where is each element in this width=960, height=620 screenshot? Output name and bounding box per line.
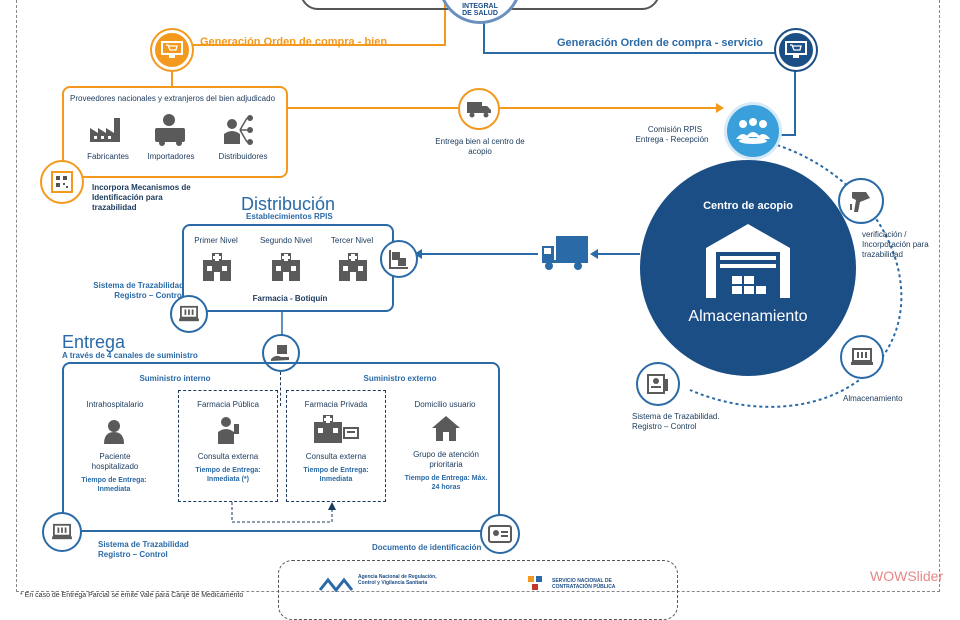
- page-frame: [16, 0, 940, 592]
- external-supply-label: Suministro externo: [363, 374, 437, 383]
- channel-2-box: [178, 390, 278, 502]
- internal-supply-label: Suministro interno: [139, 374, 211, 383]
- warehouse-icon: [706, 224, 790, 298]
- channel-4-title: Domicilio usuario: [414, 400, 476, 409]
- distribution-subtitle: Establecimientos RPIS: [246, 212, 333, 221]
- clinic-icon-3: [337, 252, 369, 287]
- level-segundo: Segundo Nivel: [259, 236, 313, 245]
- delivery-subtitle: A través de 4 canales de suministro: [62, 351, 198, 360]
- center-title: Centro de acopio: [703, 200, 793, 212]
- suppliers-title: Proveedores nacionales y extranjeros del…: [70, 94, 276, 103]
- delivery-traceability-icon[interactable]: [42, 512, 82, 552]
- pharmacy-label: Farmacia - Botiquín: [252, 294, 328, 303]
- distribution-traceability-icon[interactable]: [170, 295, 208, 333]
- logo-line1: INTEGRAL: [462, 3, 498, 10]
- supplier-distribuidores: Distribuidores: [218, 152, 268, 161]
- mechanisms-label: Incorpora Mecanismos de Identificación p…: [92, 183, 191, 212]
- storage-right-label: Almacenamiento: [843, 394, 903, 403]
- house-icon: [430, 414, 462, 447]
- clinic-icon-1: [201, 252, 233, 287]
- channel-1-title: Intrahospitalario: [86, 400, 144, 409]
- supplier-fabricantes: Fabricantes: [87, 152, 129, 161]
- suppliers-box: [62, 86, 288, 178]
- laptop-scan-icon: [179, 305, 199, 322]
- scanner-icon-circle[interactable]: [838, 178, 884, 224]
- barcode-icon: [51, 171, 73, 193]
- verification-label: verificación / Incorporación para trazab…: [862, 230, 929, 259]
- commission-line2: Entrega - Recepción: [635, 135, 709, 144]
- channel-1-time: Tiempo de Entrega: Inmediata: [81, 477, 147, 493]
- delivery-box: [62, 362, 500, 532]
- channel-2-desc: Consulta externa: [197, 452, 259, 461]
- delivery-truck-orange-icon: [458, 88, 500, 130]
- pharmacist-icon: [214, 416, 242, 449]
- commission-line1: Comisión RPIS: [647, 125, 703, 134]
- delivery-to-center-label: Entrega bien al centro de acopio: [435, 137, 525, 156]
- level-primer: Primer Nivel: [194, 236, 238, 245]
- logo-line2: DE SALUD: [462, 10, 498, 17]
- level-tercer: Tercer Nivel: [330, 236, 374, 245]
- internal-divider: [280, 372, 281, 406]
- delivery-title: Entrega: [62, 332, 126, 352]
- computer-cart-icon: [785, 41, 807, 58]
- distribution-traceability-label: Sistema de Trazabilidad Registro – Contr…: [93, 281, 184, 300]
- distribution-title: Distribución: [241, 194, 336, 214]
- channel-4-time: Tiempo de Entrega: Máx. 24 horas: [404, 475, 488, 491]
- team-icon: [736, 118, 770, 144]
- clinic-icon-2: [270, 252, 302, 287]
- channel-3-desc: Consulta externa: [305, 452, 367, 461]
- channel-3-title: Farmacia Privada: [304, 400, 368, 409]
- storage-center: Centro de acopio Almacenamiento: [640, 160, 856, 376]
- goods-order-label: Generación Orden de compra - bien: [200, 36, 388, 48]
- center-storage-label: Almacenamiento: [688, 308, 808, 325]
- distribution-dolly-icon[interactable]: [380, 240, 418, 278]
- agency2-label: SERVICIO NACIONAL DE CONTRATACIÓN PÚBLIC…: [552, 578, 616, 590]
- supplier-importadores: Importadores: [147, 152, 195, 161]
- traceability-right-label: Sistema de Trazabilidad. Registro – Cont…: [632, 412, 720, 431]
- channel-4-desc: Grupo de atención prioritaria: [413, 450, 479, 469]
- delivery-traceability-label: Sistema de Trazabilidad Registro – Contr…: [98, 540, 189, 559]
- channel-3-box: [286, 390, 386, 502]
- arcsa-logo: [318, 576, 354, 597]
- laptop-scan-icon: [52, 523, 72, 540]
- storage-computer-icon[interactable]: [840, 335, 884, 379]
- traceability-right-icon[interactable]: [636, 362, 680, 406]
- watermark: WOWSlider: [870, 568, 944, 584]
- distributor-icon: [222, 114, 258, 151]
- id-card-icon: [488, 525, 512, 543]
- service-order-icon[interactable]: [776, 30, 816, 70]
- traceability-id-icon[interactable]: [40, 160, 84, 204]
- barcode-scanner-icon: [850, 192, 870, 212]
- channel-3-time: Tiempo de Entrega: Inmediata: [303, 467, 369, 483]
- hand-truck-icon: [389, 250, 408, 269]
- sercop-logo: [526, 574, 548, 597]
- channel-1-desc: Paciente hospitalizado: [91, 452, 139, 471]
- commission-icon[interactable]: [724, 102, 782, 160]
- delivery-hand-icon[interactable]: [262, 334, 300, 372]
- importer-icon: [153, 112, 189, 151]
- service-order-label: Generación Orden de compra - servicio: [557, 37, 764, 49]
- agency1-label: Agencia Nacional de Regulación, Control …: [358, 574, 437, 586]
- private-pharmacy-icon: [312, 414, 360, 449]
- footnote-label: * En caso de Entrega Parcial se emite Va…: [20, 592, 244, 599]
- computer-cart-icon: [161, 41, 183, 58]
- channel-2-time: Tiempo de Entrega: Inmediata (*): [195, 467, 261, 483]
- patient-icon: [100, 418, 128, 449]
- goods-order-icon[interactable]: [152, 30, 192, 70]
- id-document-icon[interactable]: [480, 514, 520, 554]
- hand-package-icon: [271, 345, 289, 361]
- channel-2-title: Farmacia Pública: [197, 400, 259, 409]
- delivery-truck-blue-icon: [540, 234, 590, 277]
- id-card-icon: [647, 374, 668, 394]
- factory-icon: [88, 116, 124, 149]
- id-document-label: Documento de identificación: [372, 543, 482, 552]
- laptop-scan-icon: [851, 348, 873, 365]
